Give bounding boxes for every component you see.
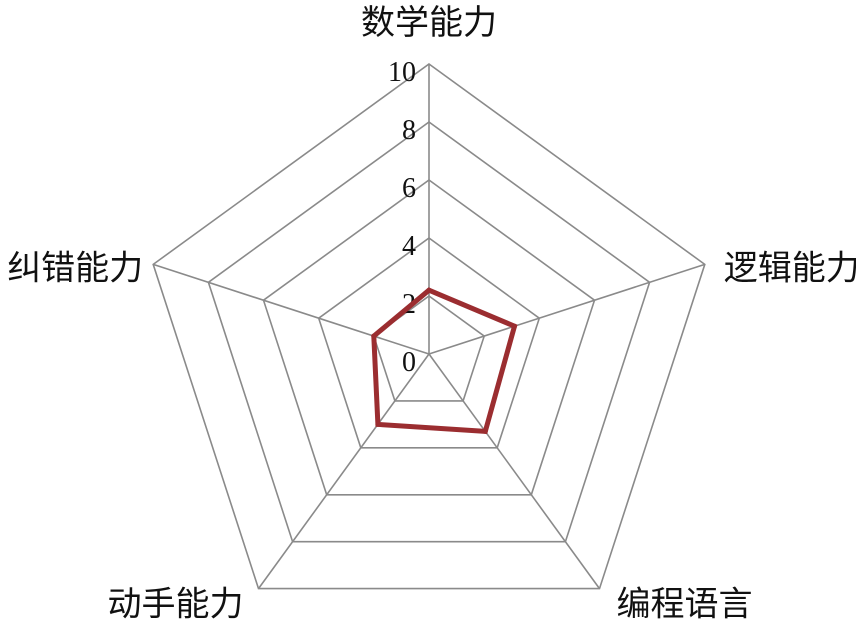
spoke-3 [428,353,601,590]
series-polygon-1 [371,287,518,435]
series-point-3 [482,428,488,434]
radar-grid [152,63,706,590]
grid-ring-4 [317,237,541,449]
series-point-4 [375,421,381,427]
tick-label-0: 0 [402,347,416,378]
radar-series [371,287,518,435]
category-label-2: 逻辑能力 [724,248,856,288]
category-label-4: 动手能力 [108,585,244,623]
tick-label-6: 6 [402,173,416,204]
series-point-1 [426,287,432,293]
grid-ring-6 [262,179,596,496]
spoke-4 [257,353,430,590]
tick-label-4: 4 [402,231,416,262]
series-point-5 [371,333,377,339]
spoke-5 [152,263,430,355]
grid-ring-10 [152,63,706,590]
grid-ring-8 [207,121,651,543]
tick-label-10: 10 [388,57,416,88]
tick-label-8: 8 [402,115,416,146]
series-point-2 [512,323,517,329]
spoke-2 [428,263,706,355]
category-label-1: 数学能力 [361,3,497,43]
category-label-3: 编程语言 [617,585,753,623]
category-label-5: 纠错能力 [7,248,143,288]
